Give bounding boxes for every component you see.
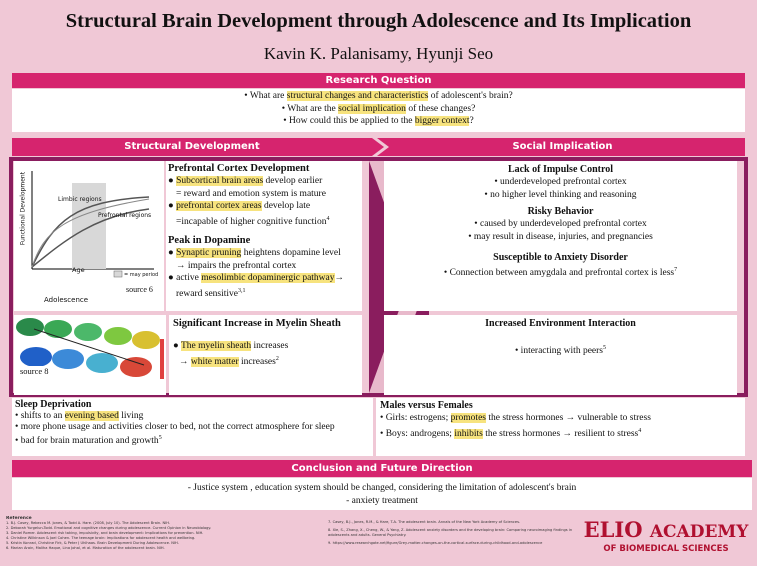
pfc-line-4: =incapable of higher cognitive function4	[176, 215, 330, 227]
sleep-panel: Sleep Deprivation • shifts to an evening…	[12, 398, 373, 456]
sleep-line-1: • shifts to an evening based living	[15, 411, 144, 421]
graph-source: source 6	[126, 285, 153, 294]
reference-8: 8. Xie, S., Zhang, X., Cheng, W., & Yang…	[328, 528, 573, 537]
risky-line-2: • may result in disease, injuries, and p…	[468, 231, 653, 242]
dopamine-line-1: ● Synaptic pruning heightens dopamine le…	[168, 248, 341, 259]
males-line-2: • Boys: androgens; inhibits the stress h…	[380, 428, 642, 440]
brain-scan-panel	[14, 315, 166, 395]
graph-legend-label: = may period	[124, 272, 159, 278]
references-left: Reference 1. B.J. Casey, Rebecca M. Jone…	[6, 516, 318, 564]
question-1: • What are structural changes and charac…	[244, 91, 513, 101]
reference-2: 2. Deborah Yurgelun-Todd. Emotional and …	[6, 526, 212, 530]
dopamine-title: Peak in Dopamine	[168, 235, 251, 247]
males-females-panel: Males versus Females • Girls: estrogens;…	[376, 398, 745, 456]
myelin-line-2: → white matter increases2	[179, 355, 279, 367]
reference-9: 9. https://www.researchgate.net/figure/G…	[328, 541, 543, 545]
risky-title: Risky Behavior	[527, 206, 594, 217]
graph-adolescence-label: Adolescence	[44, 296, 89, 304]
conclusion-panel: - Justice system , education system shou…	[12, 478, 752, 510]
impulse-line-1: • underdeveloped prefrontal cortex	[494, 177, 627, 187]
research-question-header: Research Question	[12, 73, 745, 88]
structural-header: Structural Development	[124, 141, 260, 152]
conclusion-line-2: - anxiety treatment	[346, 495, 418, 506]
males-line-1: • Girls: estrogens; promotes the stress …	[380, 413, 651, 423]
males-title: Males versus Females	[380, 400, 473, 411]
social-panel-top: Lack of Impulse Control • underdeveloped…	[384, 161, 737, 311]
brain-scan-source: source 8	[20, 366, 49, 376]
pfc-title: Prefrontal Cortex Development	[168, 163, 310, 174]
graph-prefrontal-label: Prefrontal regions	[98, 212, 152, 219]
myelin-panel: Significant Increase in Myelin Sheath ● …	[169, 315, 362, 395]
conclusion-line-1: - Justice system , education system shou…	[187, 483, 577, 493]
dopamine-line-2: → impairs the prefrontal cortex	[176, 260, 297, 271]
env-line-1: • interacting with peers5	[514, 345, 606, 357]
reference-4: 4. Christine Wilkinson & Joel Cohen. The…	[6, 536, 196, 540]
logo-line-2: OF BIOMEDICAL SCIENCES	[603, 544, 729, 554]
env-title: Increased Environment Interaction	[485, 318, 636, 329]
reference-3: 3. Daniel Romer. Adolescent risk taking,…	[6, 531, 204, 535]
impulse-title: Lack of Impulse Control	[507, 164, 614, 175]
reference-7: 7. Casey, B.J., Jones, R.M., & Hare, T.A…	[328, 520, 521, 524]
brain-scan-image	[16, 318, 164, 379]
question-2: • What are the social implication of the…	[281, 103, 476, 114]
reference-1: 1. B.J. Casey, Rebecca M. Jones, & Todd …	[6, 521, 170, 525]
myelin-title: Significant Increase in Myelin Sheath	[173, 318, 341, 329]
pfc-line-1: ● Subcortical brain areas develop earlie…	[168, 176, 323, 186]
section-header-arrows	[12, 138, 745, 156]
pfc-dopamine-panel: Prefrontal Cortex Development ● Subcorti…	[166, 161, 362, 311]
social-header-shape	[377, 138, 745, 156]
pfc-line-2: = reward and emotion system is mature	[176, 188, 326, 199]
myelin-line-1: ● The myelin sheath increases	[173, 341, 289, 351]
research-question-panel: • What are structural changes and charac…	[12, 89, 745, 132]
references-right: 7. Casey, B.J., Jones, R.M., & Hare, T.A…	[328, 520, 578, 564]
anxiety-line-1: • Connection between amygdala and prefro…	[443, 267, 678, 279]
sleep-title: Sleep Deprivation	[15, 399, 92, 410]
poster-title: Structural Brain Development through Ado…	[65, 10, 692, 32]
sleep-line-2: • more phone usage and activities closer…	[15, 422, 335, 432]
references-header: Reference	[6, 516, 32, 521]
reference-6: 6. Marian Arain, Maliha Haque, Lina Joha…	[6, 546, 165, 550]
logo-line-1: ELIO ACADEMY	[583, 517, 749, 543]
development-graph-panel	[14, 161, 164, 311]
elio-academy-logo: ELIO ACADEMY OF BIOMEDICAL SCIENCES	[580, 519, 752, 555]
conclusion-header: Conclusion and Future Direction	[12, 460, 752, 477]
risky-line-1: • caused by underdeveloped prefrontal co…	[474, 219, 647, 229]
dopamine-line-3: ● active mesolimbic dopaminergic pathway…	[168, 273, 345, 284]
social-panel-bottom: Increased Environment Interaction • inte…	[384, 315, 737, 395]
graph-limbic-label: Limbic regions	[58, 196, 102, 203]
anxiety-title: Susceptible to Anxiety Disorder	[493, 252, 628, 263]
question-3: • How could this be applied to the bigge…	[283, 116, 474, 126]
dopamine-line-4: reward sensitive3,1	[176, 287, 246, 299]
pfc-line-3: ● prefrontal cortex areas develop late	[168, 201, 311, 211]
structural-header-shape	[12, 138, 384, 156]
development-graph	[31, 171, 154, 278]
social-header: Social Implication	[512, 141, 613, 152]
graph-ylabel: Functional Development	[19, 171, 27, 246]
graph-age-label: Age	[72, 266, 85, 274]
poster-authors: Kavin K. Palanisamy, Hyunji Seo	[263, 44, 494, 63]
reference-5: 5. Kristin Konrad, Christine Firk, & Pet…	[6, 541, 179, 545]
impulse-line-2: • no higher level thinking and reasoning	[484, 189, 637, 200]
sleep-line-3: • bad for brain maturation and growth5	[15, 435, 162, 447]
